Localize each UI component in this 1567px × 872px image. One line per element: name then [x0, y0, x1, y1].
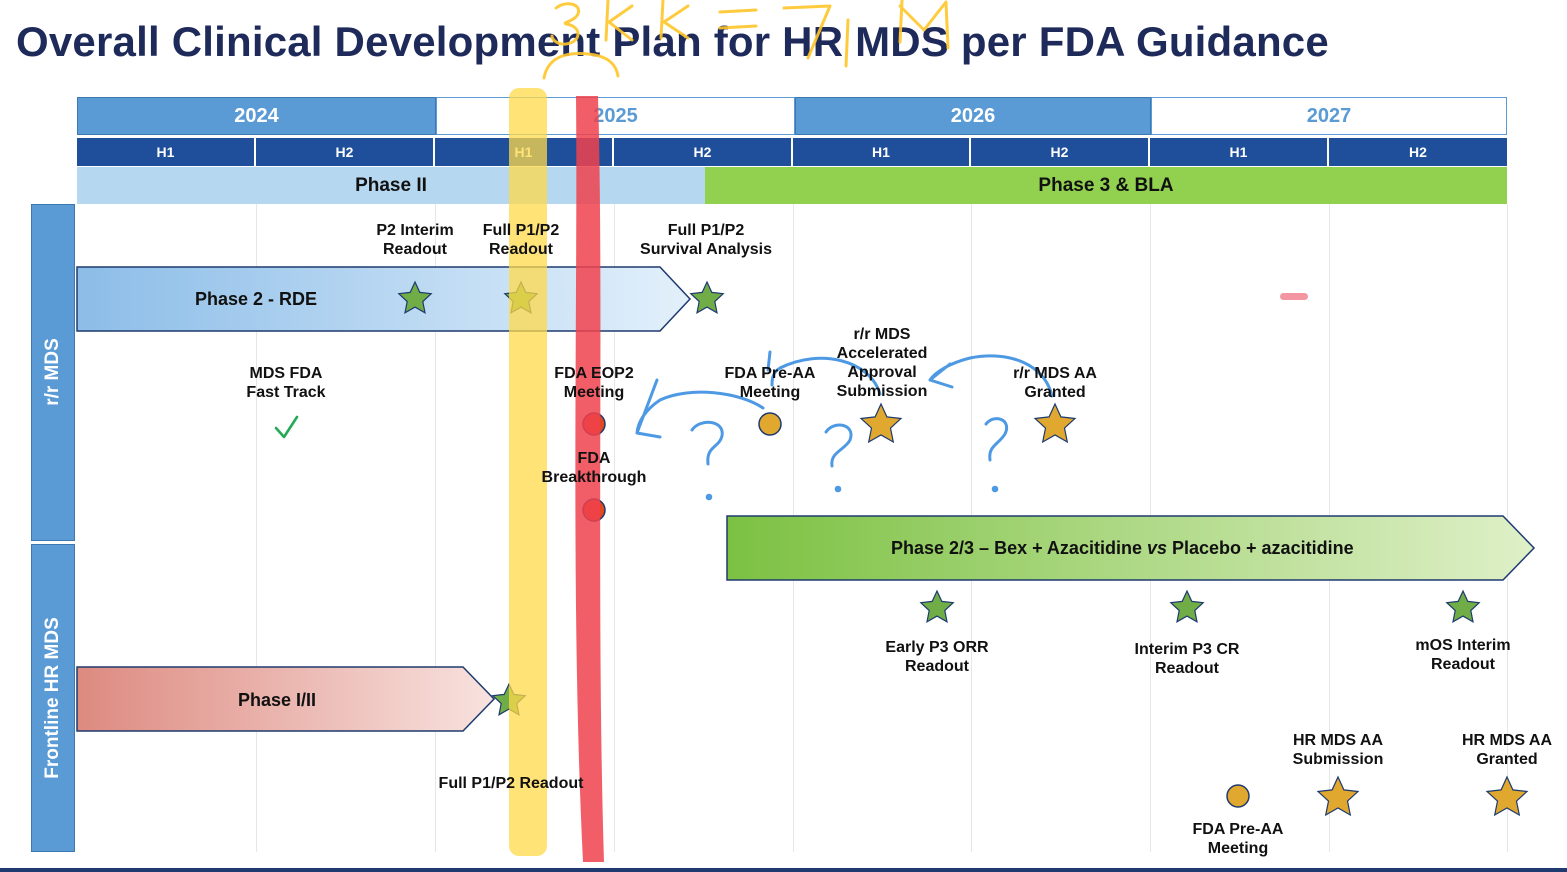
star-icon [1445, 589, 1481, 623]
pen-scribble-eq [718, 8, 758, 30]
phase2-rde-label: Phase 2 - RDE [195, 289, 318, 309]
grid-line [256, 204, 257, 852]
year-2026: 2026 [795, 97, 1151, 135]
year-2024: 2024 [77, 97, 436, 135]
bottom-border [0, 868, 1567, 872]
star-icon [689, 280, 725, 314]
star-icon [1169, 589, 1205, 623]
pen-arrow-to-eop2 [635, 378, 765, 439]
star-icon [397, 280, 433, 314]
pen-scribble-7 [782, 4, 832, 60]
checkmark-icon [274, 415, 299, 439]
pen-scribble-vline [844, 18, 850, 68]
star-icon [1316, 775, 1360, 817]
grid-line [614, 204, 615, 852]
red-pen-dash [1280, 293, 1308, 300]
star-icon [1485, 775, 1529, 817]
half-2024-h1: H1 [77, 138, 256, 166]
pen-scribble-k2 [659, 0, 690, 40]
phase12-label: Phase I/II [238, 690, 317, 710]
half-2026-h2: H2 [971, 138, 1150, 166]
half-2027-h1: H1 [1150, 138, 1329, 166]
star-icon [1033, 402, 1077, 444]
pen-scribble-m [898, 0, 950, 50]
star-icon [919, 589, 955, 623]
half-2025-h2: H2 [614, 138, 793, 166]
circle-icon [1226, 784, 1250, 808]
half-2026-h1: H1 [793, 138, 971, 166]
star-icon [859, 402, 903, 444]
phase23-arrow [726, 515, 1536, 581]
year-2025: 2025 [436, 97, 795, 135]
pen-arrow-to-pre-aa [766, 350, 882, 396]
frontline-full-readout-label: Full P1/P2 Readout [438, 775, 584, 792]
pen-dot [834, 485, 842, 493]
phase-3-bla-bar: Phase 3 & BLA [705, 167, 1507, 204]
pen-question-1 [690, 420, 724, 466]
red-highlight-stroke [575, 96, 604, 862]
phase-ii-bar: Phase II [77, 167, 705, 204]
yellow-highlight-stroke [509, 88, 547, 856]
circle-icon [758, 412, 782, 436]
row-header-rr-mds [31, 204, 75, 541]
half-2027-h2: H2 [1329, 138, 1507, 166]
phase23-label: Phase 2/3 – Bex + Azacitidine vs Placebo… [891, 538, 1354, 558]
pen-dot [705, 493, 713, 501]
pen-scribble-3 [550, 2, 581, 46]
pen-dot [991, 485, 999, 493]
pen-scribble-underline [542, 52, 620, 80]
grid-line [435, 204, 436, 852]
half-2024-h2: H2 [256, 138, 435, 166]
pen-question-3 [984, 417, 1009, 462]
pen-scribble-k1 [604, 0, 634, 42]
pen-arrow-to-submission [928, 354, 1054, 398]
year-2027: 2027 [1151, 97, 1507, 135]
phase12-arrow [76, 666, 496, 732]
row-header-frontline [31, 544, 75, 852]
pen-question-2 [824, 423, 853, 468]
